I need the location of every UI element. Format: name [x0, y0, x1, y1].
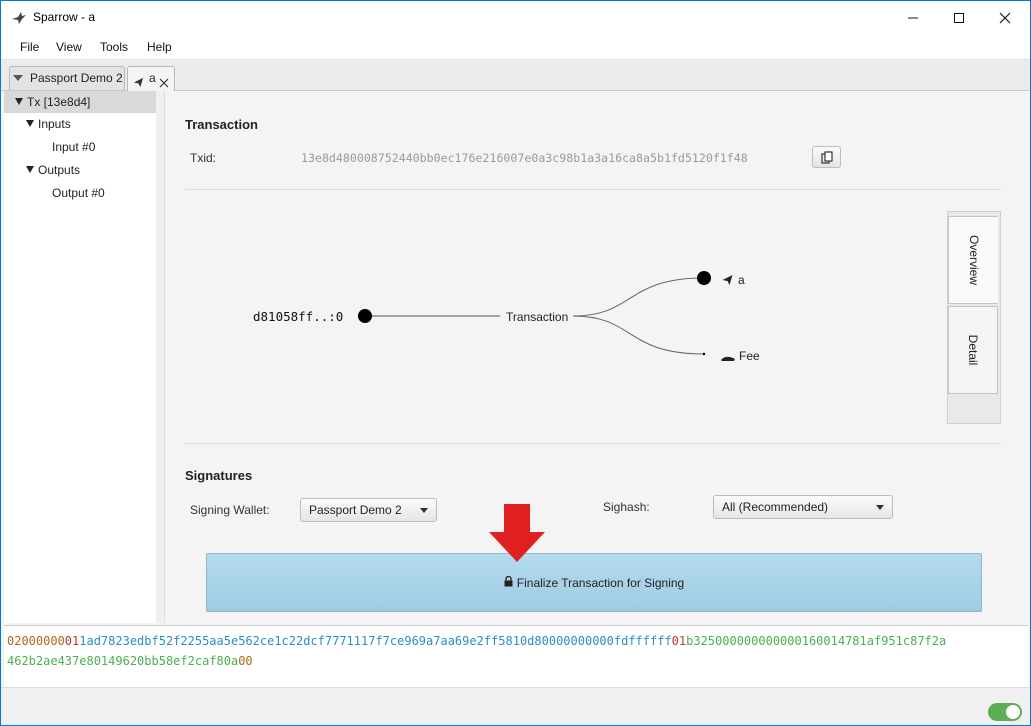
minimize-button[interactable] [890, 1, 936, 34]
split-pane-divider[interactable] [156, 91, 165, 623]
hex-segment: b325000000000000 [686, 634, 802, 648]
hex-segment: 462b2ae437e80149620bb58ef2caf80a [7, 654, 239, 668]
txid-label: Txid: [190, 151, 217, 165]
tab-detail[interactable]: Detail [948, 306, 998, 394]
txid-value[interactable]: 13e8d480008752440bb0ec176e216007e0a3c98b… [301, 151, 748, 165]
menu-view[interactable]: View [56, 40, 82, 54]
sighash-label: Sighash: [603, 500, 650, 514]
fee-icon [720, 352, 736, 366]
status-bar [1, 687, 1030, 725]
menu-file[interactable]: File [20, 40, 40, 54]
tree-item-label: Tx [13e8d4] [27, 95, 91, 109]
output-node-dot [697, 271, 711, 285]
maximize-button[interactable] [936, 1, 982, 34]
signing-wallet-label: Signing Wallet: [190, 503, 270, 517]
tab-overview-label: Overview [966, 234, 981, 286]
fee-label: Fee [739, 349, 760, 363]
copy-txid-button[interactable] [812, 146, 841, 168]
transaction-diagram [358, 271, 711, 356]
hex-line: 462b2ae437e80149620bb58ef2caf80a00 [7, 651, 1028, 671]
tree-item-label: Input #0 [52, 140, 96, 154]
transaction-node-label: Transaction [504, 310, 571, 324]
divider [185, 443, 1001, 444]
hex-segment: 1ad7823edbf52f2255aa5e562ce1c22dcf777111… [79, 634, 600, 648]
diagram-view-tabs: Overview Detail [947, 211, 1001, 424]
close-window-button[interactable] [982, 1, 1028, 34]
signing-wallet-select[interactable]: Passport Demo 2 [300, 498, 437, 522]
hex-segment: 00 [599, 634, 614, 648]
finalize-button-label: Finalize Transaction for Signing [516, 576, 685, 590]
chevron-down-icon [876, 505, 884, 510]
divider [185, 189, 1001, 190]
hex-line: 02000000011ad7823edbf52f2255aa5e562ce1c2… [7, 631, 1028, 651]
tab-detail-label: Detail [966, 334, 980, 366]
hex-segment: 01 [671, 634, 687, 648]
input-node-dot [358, 309, 372, 323]
hex-segment: 01 [64, 634, 80, 648]
signatures-heading: Signatures [185, 468, 253, 483]
window-title: Sparrow - a [33, 10, 96, 24]
menu-tools[interactable]: Tools [100, 40, 129, 54]
expand-triangle-icon[interactable] [26, 120, 34, 128]
hex-segment: 00 [238, 654, 253, 668]
expand-triangle-icon[interactable] [26, 166, 34, 174]
chevron-down-icon [420, 508, 428, 513]
tab-overview[interactable]: Overview [948, 216, 998, 304]
tree-item-input-0[interactable]: Input #0 [4, 136, 156, 158]
sighash-select[interactable]: All (Recommended) [713, 495, 893, 519]
finalize-transaction-button[interactable]: Finalize Transaction for Signing [206, 553, 982, 612]
send-icon [721, 274, 734, 289]
send-icon [133, 73, 144, 95]
tree-item-label: Inputs [38, 117, 71, 131]
tab-label: a [149, 71, 156, 85]
close-tab-icon[interactable] [159, 73, 169, 95]
tree-item-label: Outputs [38, 163, 81, 177]
copy-icon [821, 151, 834, 167]
output-wallet-label: a [738, 273, 745, 287]
hex-segment: fdffffff [613, 634, 672, 648]
hex-segment: 160014781af951c87f2a [801, 634, 947, 648]
input-outpoint-label[interactable]: d81058ff..:0 [253, 309, 344, 324]
lock-icon [504, 554, 513, 613]
wallet-tab-bar: Passport Demo 2 a [1, 60, 1030, 91]
sighash-value: All (Recommended) [722, 500, 829, 514]
title-bar: Sparrow - a [1, 1, 1030, 34]
tree-item-outputs[interactable]: Outputs [4, 159, 156, 181]
tab-a[interactable]: a [127, 66, 175, 91]
tab-passport-demo-2[interactable]: Passport Demo 2 [9, 66, 125, 90]
expand-triangle-icon[interactable] [15, 98, 23, 106]
tree-item-inputs[interactable]: Inputs [4, 113, 156, 135]
raw-transaction-hex[interactable]: 02000000011ad7823edbf52f2255aa5e562ce1c2… [4, 625, 1028, 687]
tree-item-tx[interactable]: Tx [13e8d4] [4, 91, 156, 113]
connection-toggle[interactable] [988, 703, 1022, 721]
toggle-knob [1006, 705, 1020, 719]
fee-node-dot [702, 352, 706, 356]
tree-item-output-0[interactable]: Output #0 [4, 182, 156, 204]
fee-connector-curve [572, 315, 705, 355]
sparrow-bird-icon [11, 10, 27, 26]
menu-help[interactable]: Help [147, 40, 172, 54]
red-arrow-annotation [489, 504, 545, 562]
transaction-heading: Transaction [185, 117, 258, 132]
transaction-tree: Tx [13e8d4] Inputs Input #0 Outputs Outp… [4, 91, 157, 623]
tab-collapse-icon [13, 75, 23, 81]
menu-bar: File View Tools Help [1, 34, 1030, 60]
tab-label: Passport Demo 2 [30, 71, 123, 85]
signing-wallet-value: Passport Demo 2 [309, 503, 402, 517]
tree-item-label: Output #0 [52, 186, 105, 200]
hex-segment: 02000000 [7, 634, 65, 648]
output-connector-curve [572, 277, 705, 317]
